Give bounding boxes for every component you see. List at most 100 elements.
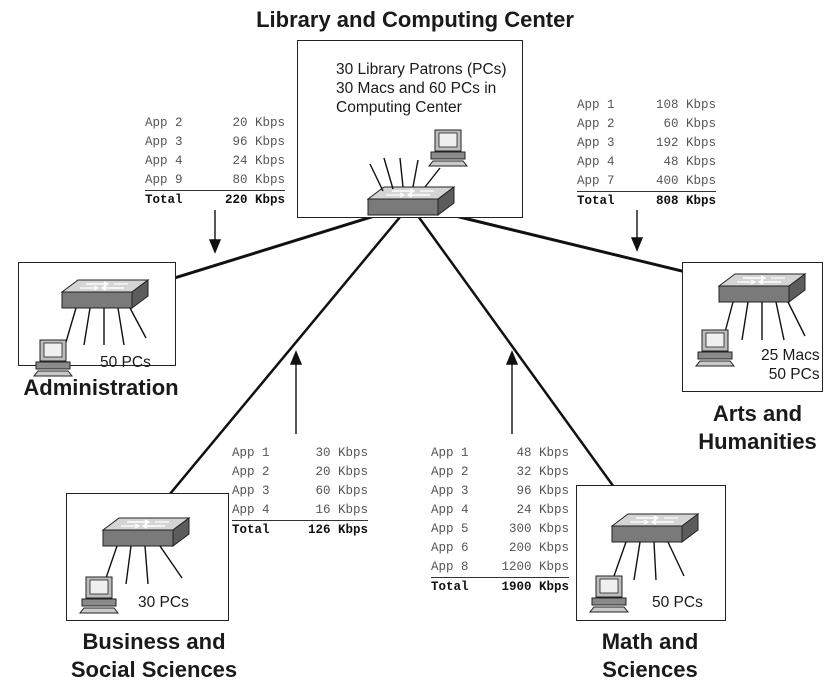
app-name: App 1	[232, 446, 270, 460]
total-label: Total	[577, 194, 615, 208]
app-name: App 2	[232, 465, 270, 479]
app-bandwidth: 48 Kbps	[516, 446, 569, 460]
traffic-row: App 1 30 Kbps	[232, 444, 368, 463]
site-title-admin: Administration	[23, 375, 179, 400]
traffic-row: App 4 24 Kbps	[145, 152, 285, 171]
traffic-total-row: Total 1900 Kbps	[431, 578, 569, 597]
app-name: App 4	[577, 155, 615, 169]
admin-switch-icon	[61, 279, 149, 309]
math-pc-icon	[589, 575, 629, 613]
app-bandwidth: 32 Kbps	[516, 465, 569, 479]
site-title-math-line2: Sciences	[602, 657, 698, 682]
traffic-row: App 2 20 Kbps	[145, 114, 285, 133]
app-bandwidth: 200 Kbps	[508, 541, 569, 555]
site-title-arts-line1: Arts and	[712, 401, 803, 426]
traffic-row: App 3 96 Kbps	[431, 482, 569, 501]
app-name: App 3	[431, 484, 469, 498]
arrow-admin-icon	[208, 210, 222, 254]
app-bandwidth: 80 Kbps	[232, 173, 285, 187]
app-name: App 9	[145, 173, 183, 187]
site-title-arts: Arts and Humanities	[690, 400, 825, 456]
total-bandwidth: 1900 Kbps	[501, 580, 569, 594]
traffic-row: App 1 48 Kbps	[431, 444, 569, 463]
app-name: App 2	[431, 465, 469, 479]
site-title-business-line1: Business and	[82, 629, 226, 654]
total-bandwidth: 808 Kbps	[655, 194, 716, 208]
site-box-math	[576, 485, 726, 621]
traffic-row: App 4 48 Kbps	[577, 153, 716, 172]
app-bandwidth: 20 Kbps	[232, 116, 285, 130]
site-title-center: Library and Computing Center	[256, 7, 574, 32]
traffic-row: App 2 32 Kbps	[431, 463, 569, 482]
app-name: App 2	[577, 117, 615, 131]
site-title-math: Math and Sciences	[580, 628, 720, 684]
traffic-total-row: Total 808 Kbps	[577, 192, 716, 211]
center-switch-icon	[367, 186, 455, 216]
app-bandwidth: 300 Kbps	[508, 522, 569, 536]
site-title-business-line2: Social Sciences	[70, 657, 238, 682]
site-title-business: Business and Social Sciences	[34, 628, 274, 684]
total-bandwidth: 126 Kbps	[307, 523, 368, 537]
app-name: App 5	[431, 522, 469, 536]
math-fanout-lines	[613, 541, 685, 581]
app-name: App 1	[577, 98, 615, 112]
app-bandwidth: 20 Kbps	[315, 465, 368, 479]
traffic-row: App 6 200 Kbps	[431, 539, 569, 558]
traffic-row: App 3 192 Kbps	[577, 134, 716, 153]
app-name: App 3	[577, 136, 615, 150]
arts-fanout-lines	[723, 301, 806, 341]
total-label: Total	[431, 580, 469, 594]
app-bandwidth: 96 Kbps	[516, 484, 569, 498]
traffic-row: App 9 80 Kbps	[145, 171, 285, 191]
business-device-count: 30 PCs	[138, 594, 189, 611]
math-device-count: 50 PCs	[652, 594, 703, 611]
center-description: 30 Library Patrons (PCs) 30 Macs and 60 …	[336, 60, 507, 117]
app-bandwidth: 24 Kbps	[232, 154, 285, 168]
app-name: App 4	[145, 154, 183, 168]
app-name: App 4	[431, 503, 469, 517]
business-fanout-lines	[105, 545, 183, 585]
math-switch-icon	[611, 513, 699, 543]
app-bandwidth: 60 Kbps	[315, 484, 368, 498]
app-name: App 3	[232, 484, 270, 498]
admin-fanout-lines	[65, 307, 147, 346]
app-bandwidth: 16 Kbps	[315, 503, 368, 517]
app-bandwidth: 48 Kbps	[663, 155, 716, 169]
center-pc-icon	[428, 129, 468, 167]
link-center-business	[139, 204, 411, 531]
app-name: App 8	[431, 560, 469, 574]
traffic-row: App 5 300 Kbps	[431, 520, 569, 539]
app-bandwidth: 30 Kbps	[315, 446, 368, 460]
app-name: App 2	[145, 116, 183, 130]
business-switch-icon	[102, 517, 190, 547]
total-label: Total	[232, 523, 270, 537]
traffic-row: App 2 20 Kbps	[232, 463, 368, 482]
center-description-line2: 30 Macs and 60 PCs in	[336, 80, 497, 97]
app-name: App 6	[431, 541, 469, 555]
admin-device-count: 50 PCs	[100, 354, 151, 371]
center-fanout-lines	[369, 157, 441, 192]
admin-pc-icon	[33, 339, 73, 377]
arts-device-count-line1: 25 Macs	[761, 347, 820, 364]
arrow-arts-icon	[630, 210, 644, 252]
site-title-math-line1: Math and	[601, 629, 699, 654]
app-bandwidth: 192 Kbps	[655, 136, 716, 150]
traffic-total-row: Total 126 Kbps	[232, 521, 368, 540]
app-name: App 1	[431, 446, 469, 460]
app-bandwidth: 96 Kbps	[232, 135, 285, 149]
center-description-line1: 30 Library Patrons (PCs)	[336, 61, 507, 78]
app-bandwidth: 400 Kbps	[655, 174, 716, 188]
